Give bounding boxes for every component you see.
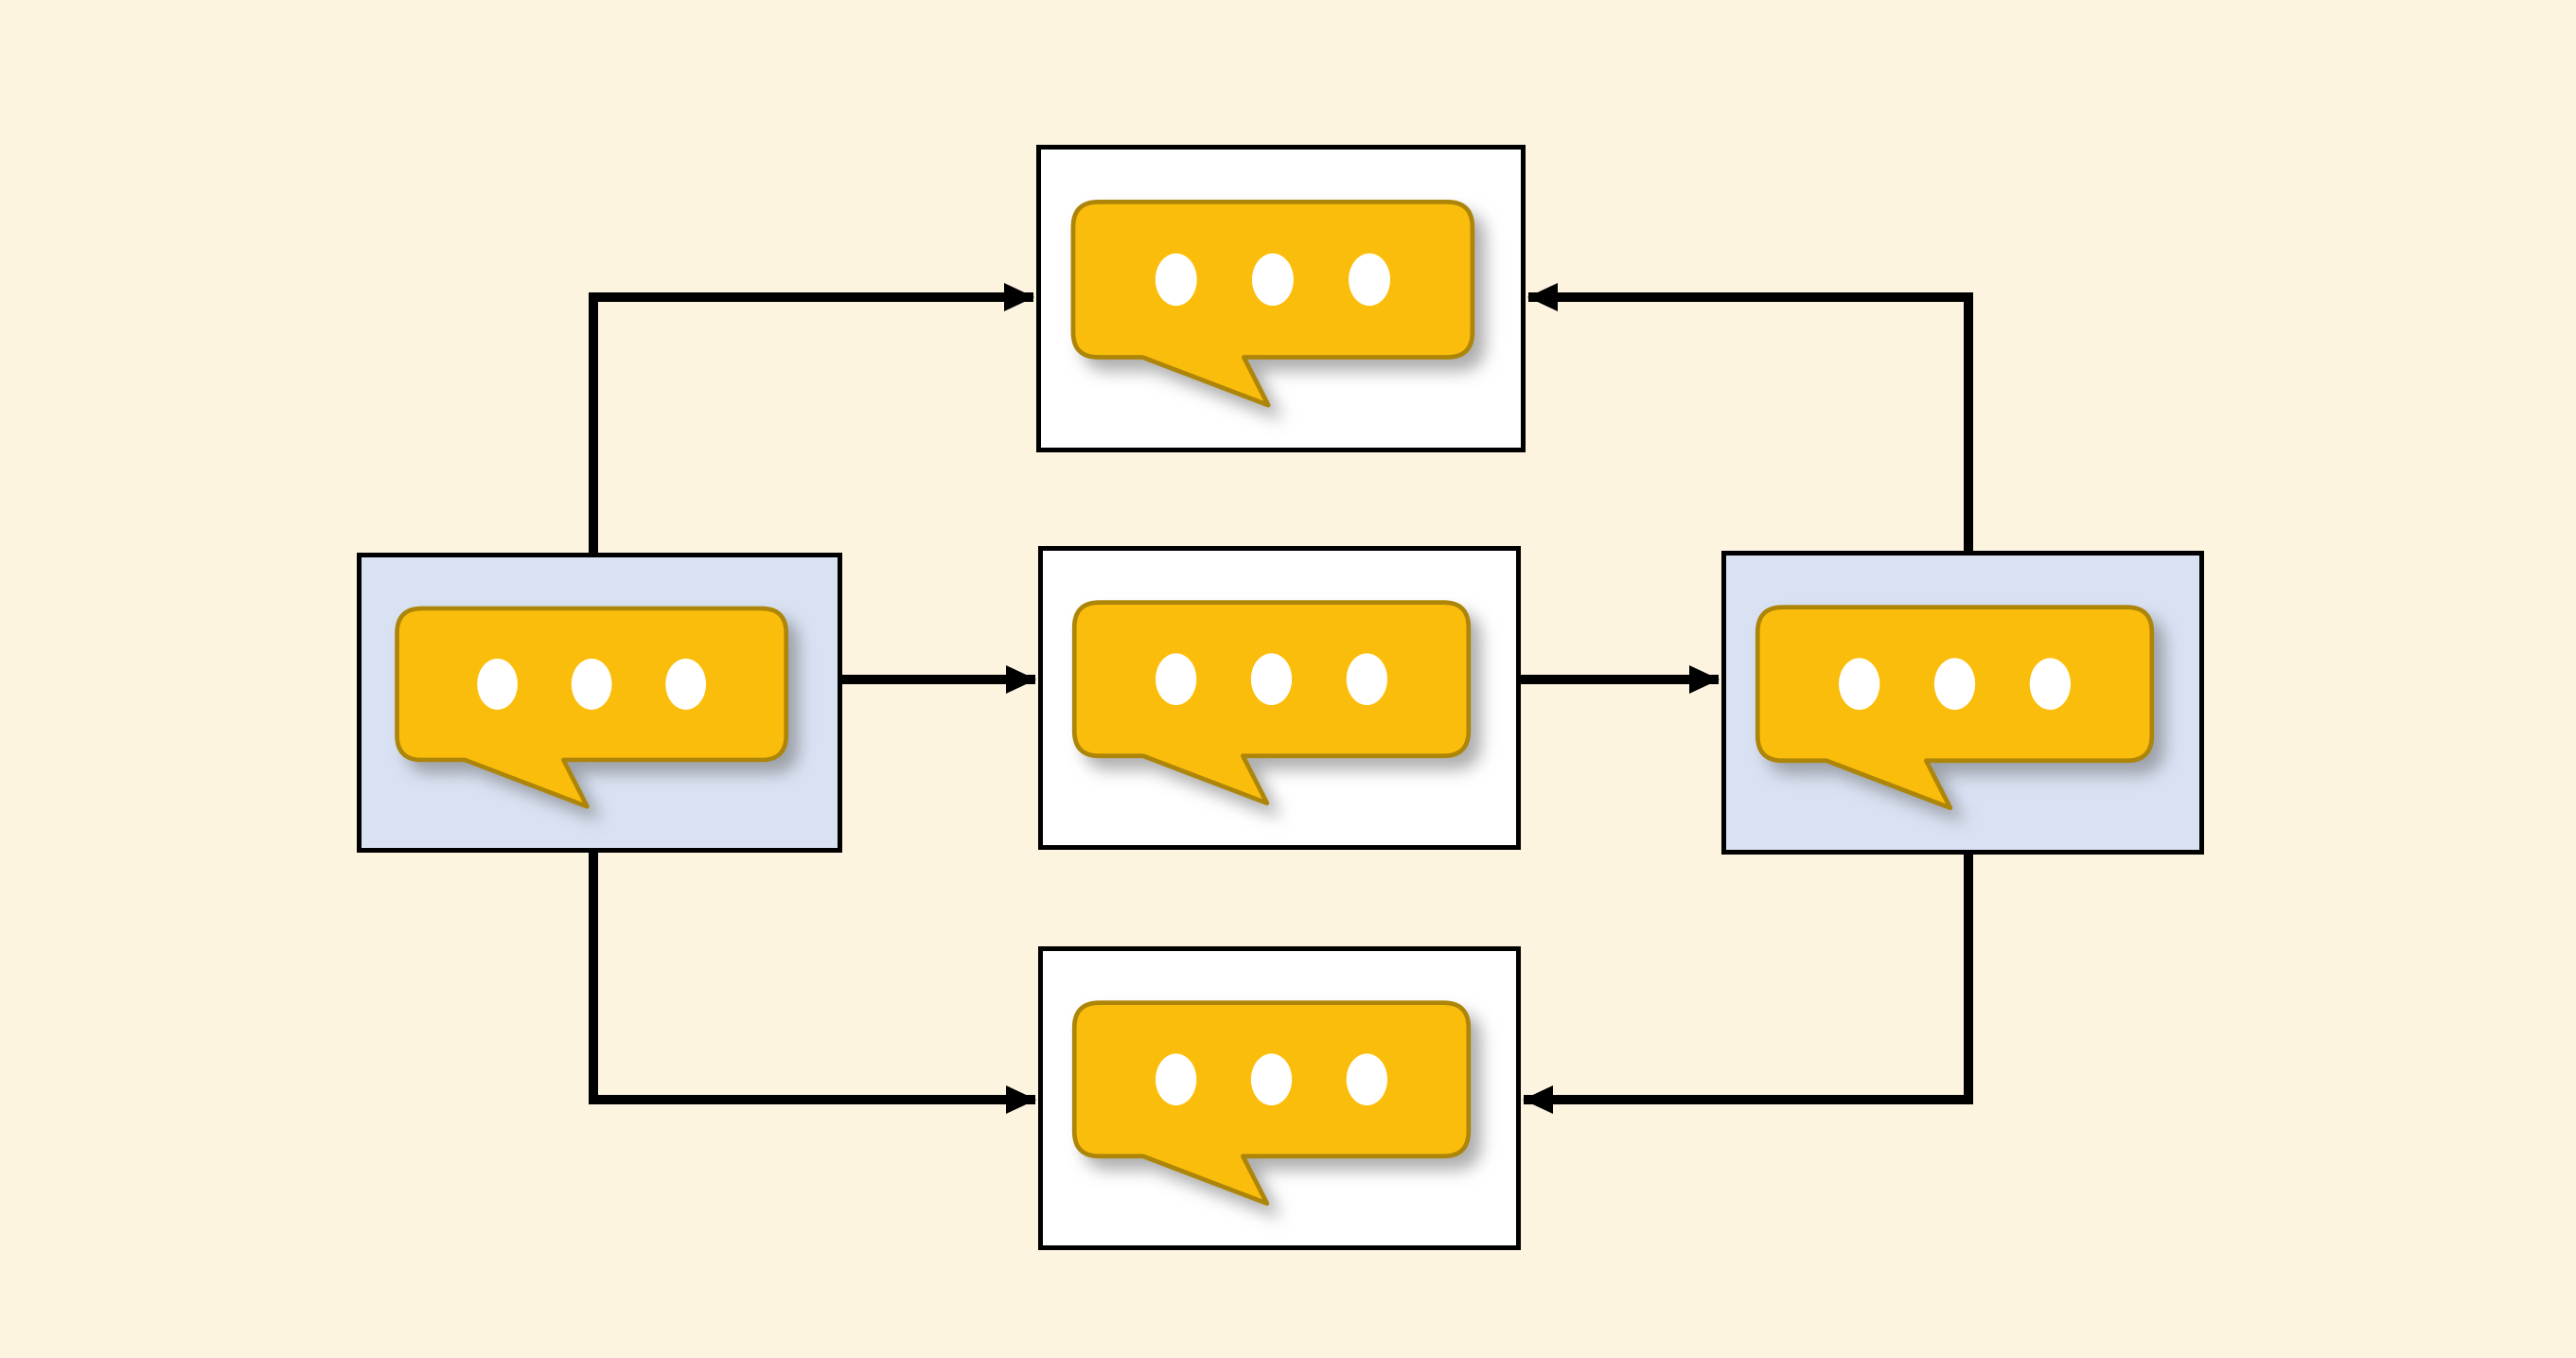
typing-dot [665,658,707,710]
diagram-node-top [1036,145,1526,452]
connector-left-to-top [589,283,1034,553]
typing-dot [1839,658,1880,711]
typing-chat-bubble-icon [1071,600,1472,806]
typing-dot [1346,653,1388,706]
connector-left-to-bottom [589,853,1036,1114]
typing-dot [1155,253,1197,307]
typing-chat-bubble-icon [1755,605,2155,811]
typing-dot [1156,1053,1197,1106]
typing-dot [1251,253,1294,307]
connector-right-to-bottom [1523,855,1973,1114]
typing-dot [1349,253,1390,307]
diagram-node-right [1721,551,2204,855]
typing-chat-bubble-icon [1071,1000,1472,1207]
typing-dot [1346,1053,1388,1106]
typing-dot [1250,1053,1293,1106]
typing-dot [571,658,612,710]
typing-dot [1156,653,1197,706]
diagram-node-left [357,553,842,853]
typing-dot [1250,653,1293,706]
diagram-node-middle [1038,546,1521,850]
typing-dot [1933,658,1976,711]
typing-dot [2029,658,2072,711]
diagram-node-bottom [1038,946,1521,1250]
typing-dot [477,658,518,710]
connector-right-to-top [1527,283,1973,551]
typing-chat-bubble-icon [1070,199,1475,408]
typing-chat-bubble-icon [395,606,789,809]
